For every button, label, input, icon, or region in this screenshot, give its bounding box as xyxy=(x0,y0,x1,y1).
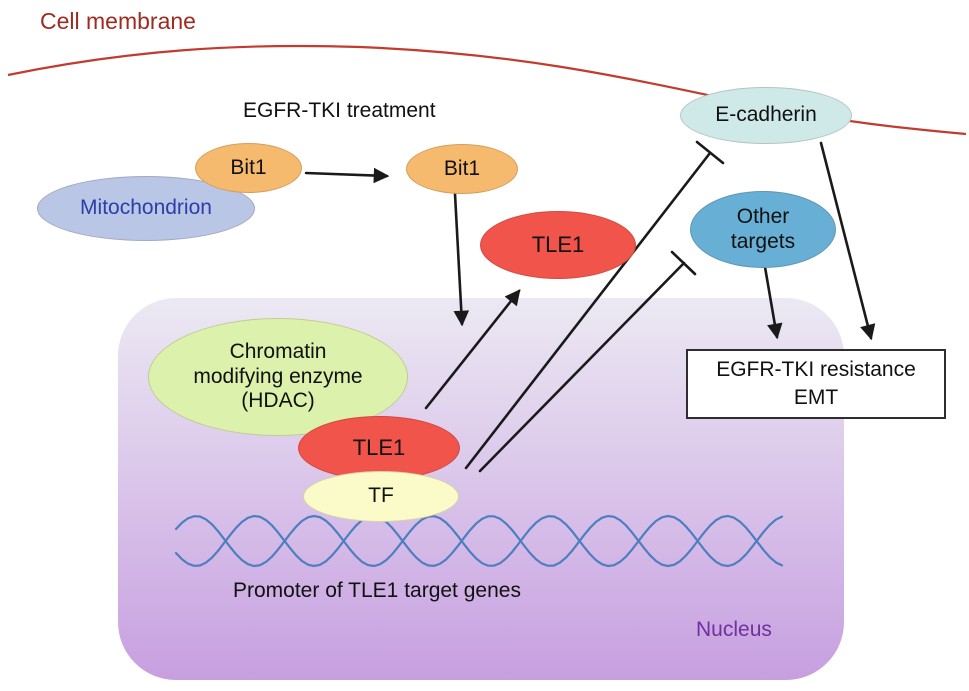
othertargets-outcome-arrow xyxy=(763,265,783,340)
dna-strand-2 xyxy=(174,514,784,568)
egfr-tki-treatment-label: EGFR-TKI treatment xyxy=(243,99,436,122)
nucleus-label: Nucleus xyxy=(696,618,772,641)
tle1-inhibits-ecadherin-line xyxy=(464,151,712,470)
ecadherin-outcome-arrow xyxy=(819,141,876,341)
promoter-label: Promoter of TLE1 target genes xyxy=(233,579,521,602)
tle1-inhibits-ecadherin-tbar xyxy=(695,140,725,165)
bit1-mitochondrial-node: Bit1 xyxy=(195,143,302,193)
tle1-inhibits-othertargets-line xyxy=(478,261,686,473)
chromatin-enzyme-line1: Chromatin xyxy=(229,339,327,363)
mitochondrion-node: Mitochondrion xyxy=(37,176,255,241)
e-cadherin-node: E-cadherin xyxy=(680,87,852,144)
outcome-line2: EMT xyxy=(793,386,839,409)
bit1-nuclear-import-arrow xyxy=(453,192,470,327)
bit1-release-arrow xyxy=(304,167,390,184)
cell-membrane-label: Cell membrane xyxy=(40,8,196,34)
outcome-box: EGFR-TKI resistance EMT xyxy=(686,349,946,419)
tle1-nuclear-node: TLE1 xyxy=(298,416,460,480)
other-targets-label: Other targets xyxy=(730,204,796,253)
other-targets-node: Other targets xyxy=(690,191,836,268)
tle1-export-arrow xyxy=(424,289,521,410)
bit1-cytoplasmic-node: Bit1 xyxy=(406,144,518,194)
chromatin-enzyme-line2: modifying enzyme xyxy=(193,364,363,388)
outcome-line1: EGFR-TKI resistance xyxy=(716,357,916,381)
tle1-cytoplasmic-node: TLE1 xyxy=(480,211,636,279)
chromatin-enzyme-line3: (HDAC) xyxy=(241,389,315,413)
dna-strand-1 xyxy=(174,514,784,568)
tle1-inhibits-othertargets-tbar xyxy=(670,250,697,276)
tf-node: TF xyxy=(303,471,459,522)
